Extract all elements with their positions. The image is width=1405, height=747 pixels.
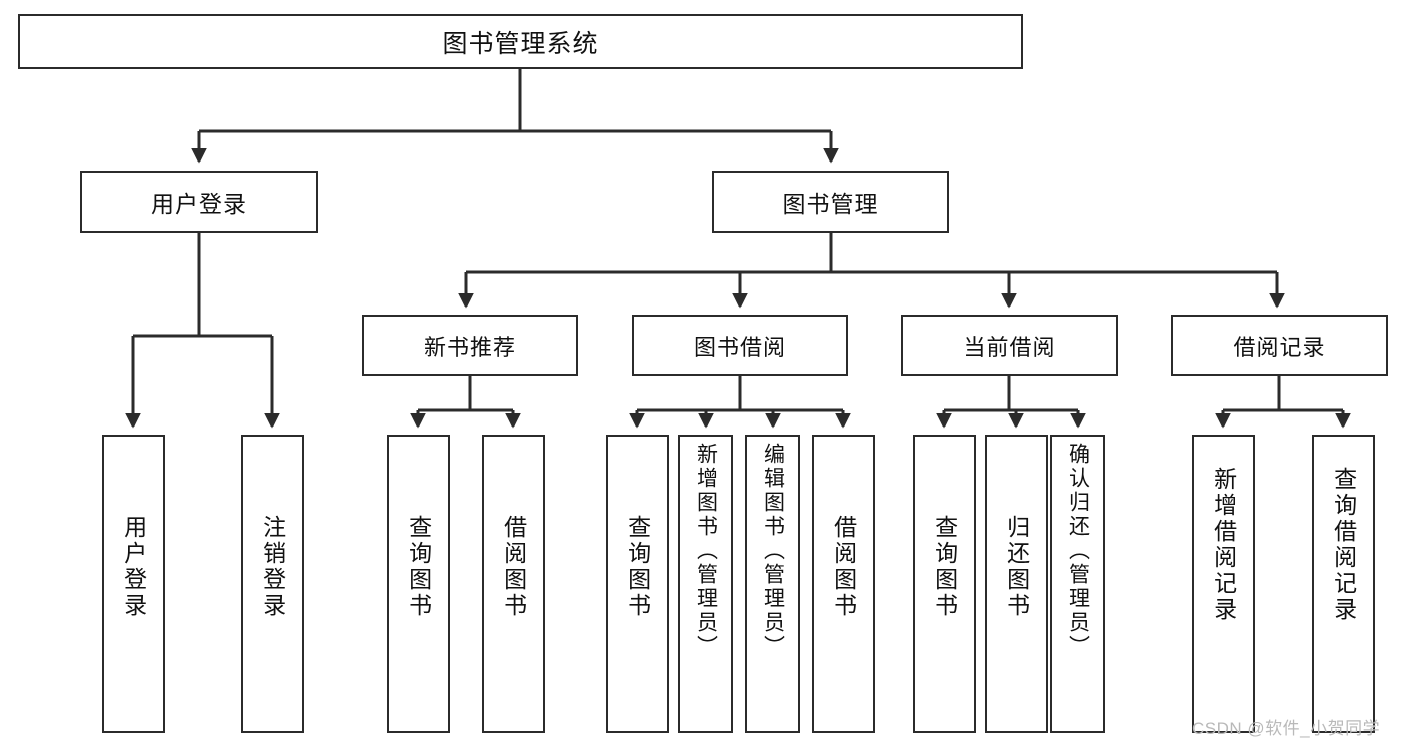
node-book-manage-label: 图书管理 [782, 191, 879, 217]
node-leaf-confirm-return[interactable]: 确认归还（管理员） [1050, 435, 1105, 733]
node-leaf-query-book-2-label: 查询图书 [624, 515, 651, 619]
node-leaf-user-login-label: 用户登录 [120, 515, 147, 619]
node-root[interactable]: 图书管理系统 [18, 14, 1023, 69]
node-leaf-query-book-1-label: 查询图书 [405, 515, 432, 619]
node-leaf-user-logout[interactable]: 注销登录 [241, 435, 304, 733]
node-leaf-return-book-label: 归还图书 [1003, 515, 1030, 619]
node-leaf-edit-book[interactable]: 编辑图书（管理员） [745, 435, 800, 733]
node-leaf-user-logout-label: 注销登录 [259, 515, 286, 619]
node-leaf-query-book-2[interactable]: 查询图书 [606, 435, 669, 733]
node-new-book-rec-label: 新书推荐 [423, 334, 516, 360]
node-borrow-record-label: 借阅记录 [1233, 334, 1326, 360]
node-book-manage[interactable]: 图书管理 [712, 171, 949, 233]
node-user-login[interactable]: 用户登录 [80, 171, 318, 233]
node-leaf-query-book-1[interactable]: 查询图书 [387, 435, 450, 733]
node-leaf-query-record-label: 查询借阅记录 [1330, 467, 1357, 623]
node-leaf-borrow-book-2-label: 借阅图书 [830, 515, 857, 619]
node-leaf-borrow-book-1-label: 借阅图书 [500, 515, 527, 619]
node-leaf-edit-book-label: 编辑图书（管理员） [761, 443, 785, 659]
node-leaf-user-login[interactable]: 用户登录 [102, 435, 165, 733]
node-leaf-query-book-3-label: 查询图书 [931, 515, 958, 619]
node-leaf-borrow-book-2[interactable]: 借阅图书 [812, 435, 875, 733]
node-leaf-query-record[interactable]: 查询借阅记录 [1312, 435, 1375, 733]
node-leaf-add-record-label: 新增借阅记录 [1210, 467, 1237, 623]
node-borrow-record[interactable]: 借阅记录 [1171, 315, 1388, 376]
node-leaf-borrow-book-1[interactable]: 借阅图书 [482, 435, 545, 733]
node-leaf-return-book[interactable]: 归还图书 [985, 435, 1048, 733]
node-root-label: 图书管理系统 [442, 29, 599, 58]
node-leaf-add-record[interactable]: 新增借阅记录 [1192, 435, 1255, 733]
node-leaf-query-book-3[interactable]: 查询图书 [913, 435, 976, 733]
node-current-borrow-label: 当前借阅 [963, 334, 1056, 360]
node-leaf-confirm-return-label: 确认归还（管理员） [1066, 443, 1090, 659]
watermark-text: CSDN @软件_小贺同学 [1192, 719, 1381, 738]
node-leaf-add-book[interactable]: 新增图书（管理员） [678, 435, 733, 733]
node-book-borrow[interactable]: 图书借阅 [632, 315, 848, 376]
node-leaf-add-book-label: 新增图书（管理员） [694, 443, 718, 659]
node-book-borrow-label: 图书借阅 [693, 334, 786, 360]
node-new-book-rec[interactable]: 新书推荐 [362, 315, 578, 376]
node-current-borrow[interactable]: 当前借阅 [901, 315, 1118, 376]
node-user-login-label: 用户登录 [151, 191, 247, 217]
